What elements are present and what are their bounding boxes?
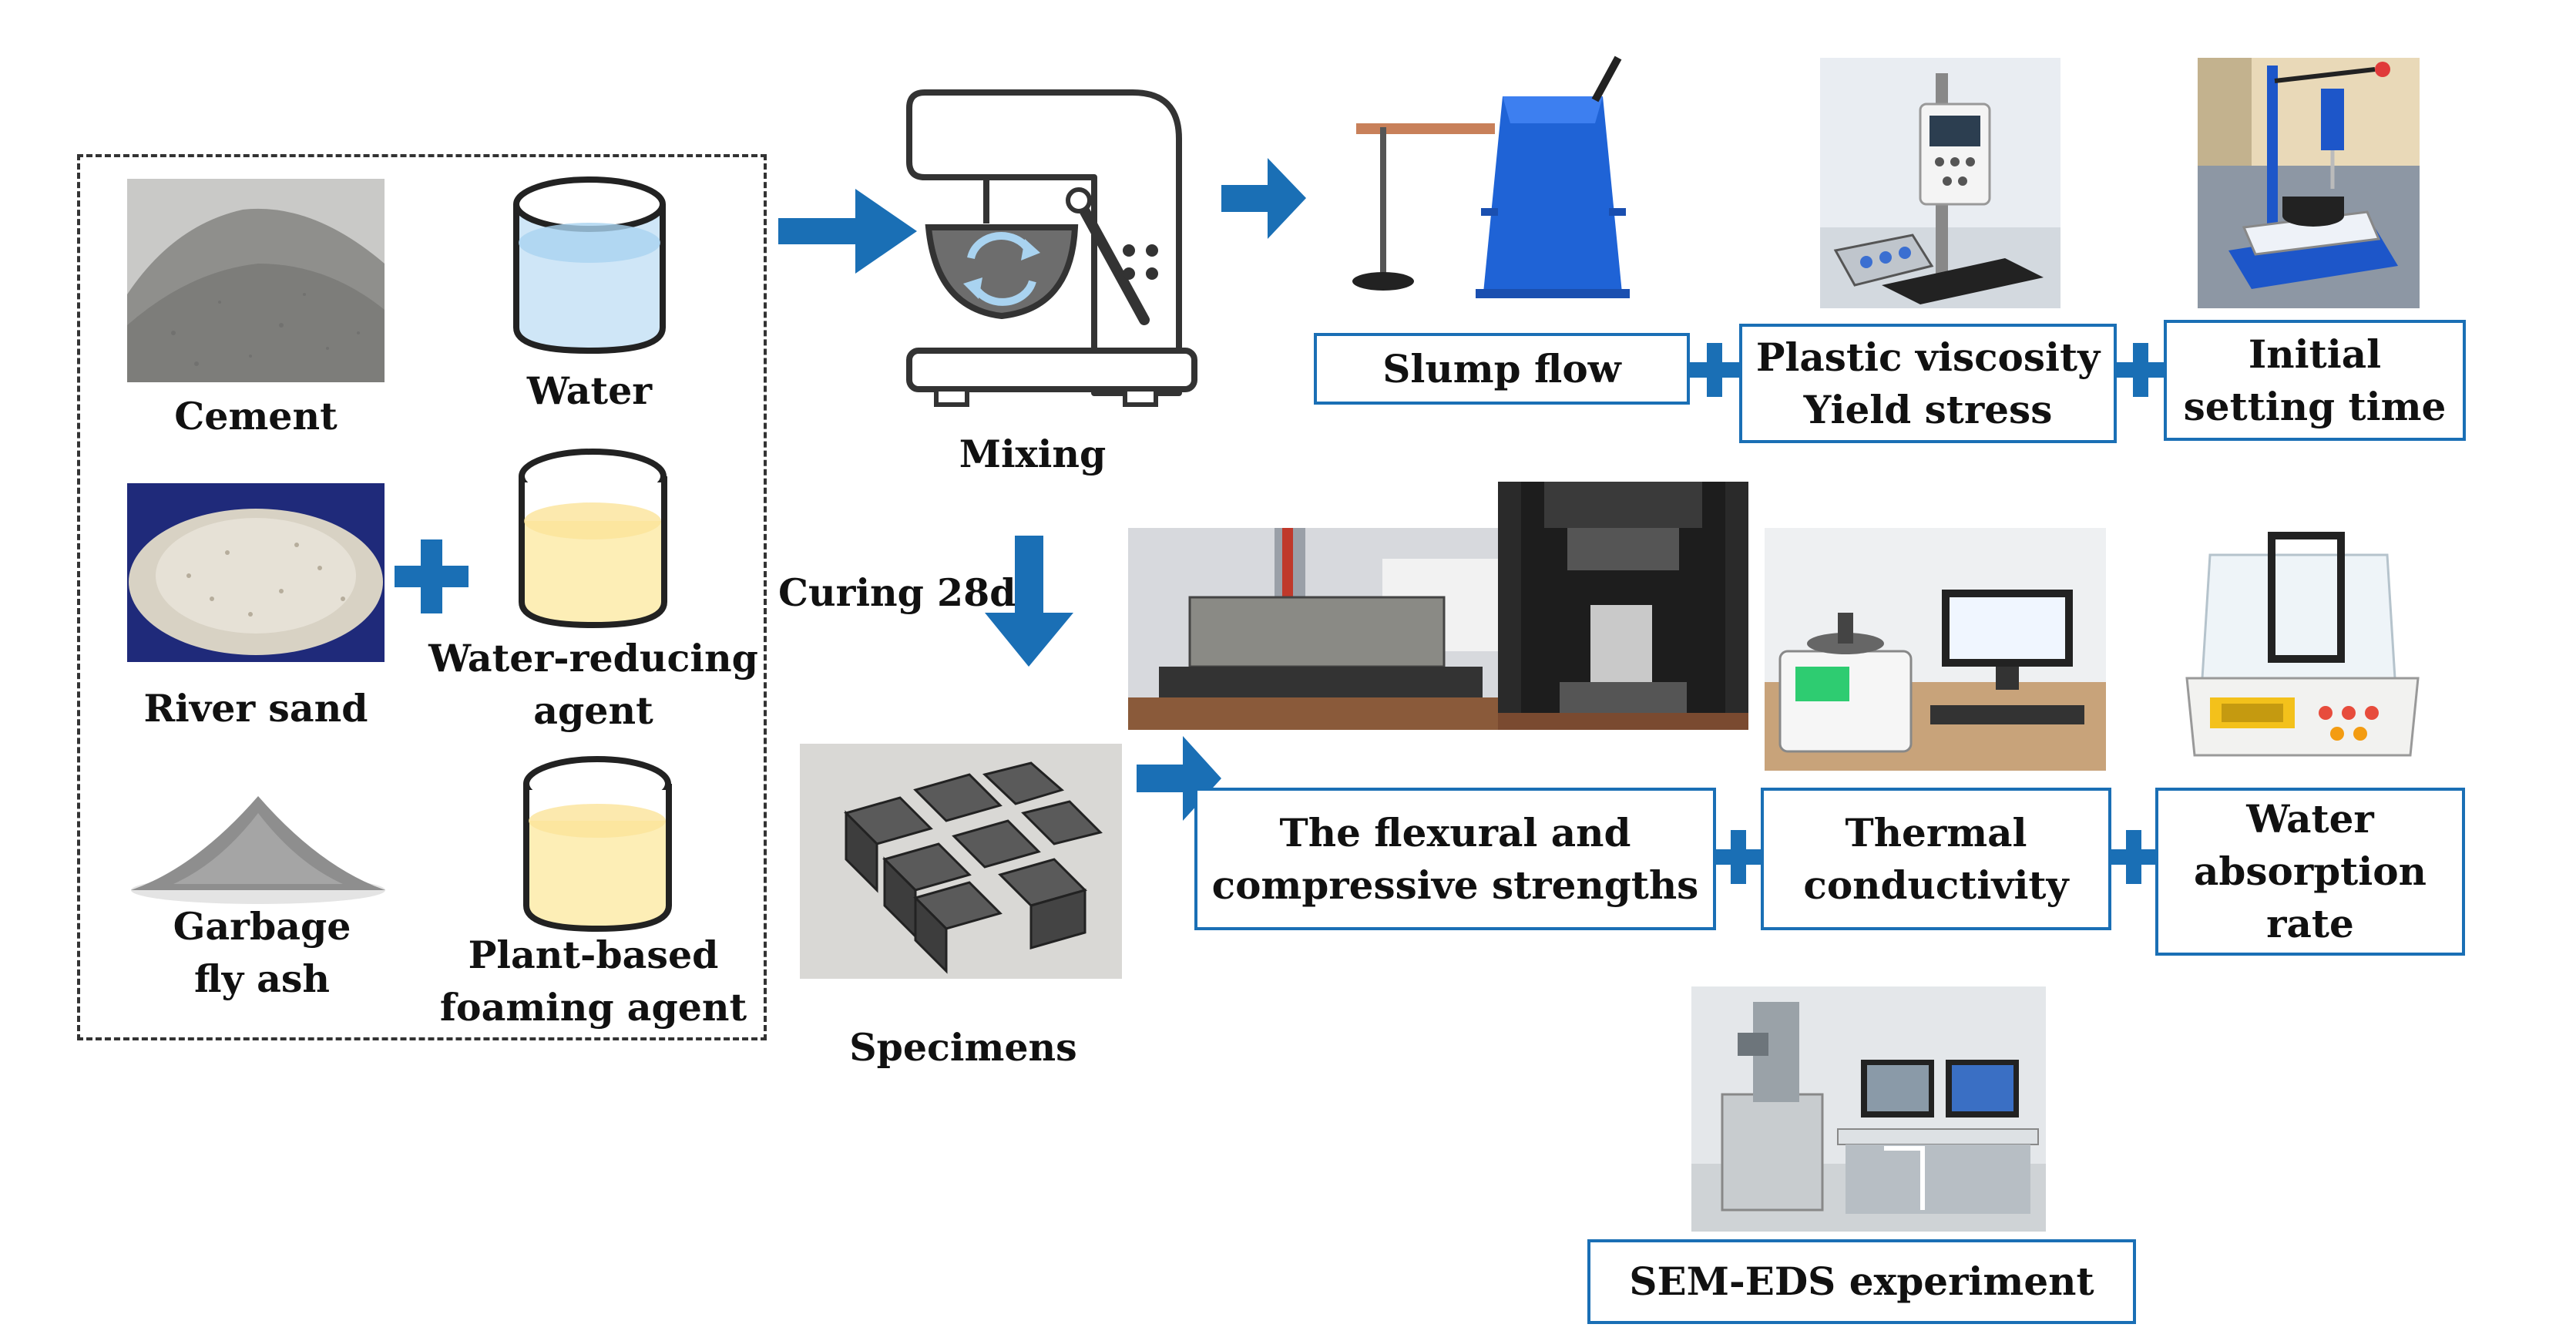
water-absorption-label-3: rate (2266, 901, 2354, 946)
thermal-conductivity-photo (1765, 528, 2106, 771)
foaming-agent-beaker-icon (515, 744, 680, 936)
sem-eds-box: SEM-EDS experiment (1587, 1239, 2136, 1324)
sem-eds-label: SEM-EDS experiment (1629, 1259, 2094, 1304)
arrow-to-fresh-tests (1221, 158, 1306, 239)
plus-icon (2110, 830, 2158, 888)
water-label: Water (526, 368, 653, 413)
flexural-test-photo (1128, 528, 1498, 730)
materials-frame (77, 154, 767, 1040)
mixer-icon (894, 85, 1202, 408)
compression-test-photo (1498, 482, 1748, 730)
water-beaker-icon (505, 166, 674, 358)
viscosity-box: Plastic viscosity Yield stress (1739, 324, 2117, 443)
viscosity-label-1: Plastic viscosity (1755, 334, 2101, 380)
foaming-agent-label-2: foaming agent (439, 985, 747, 1030)
arrow-to-mixer (778, 189, 917, 274)
water-reducing-agent-label-1: Water-reducing (428, 636, 758, 681)
water-absorption-label-1: Water (2246, 796, 2374, 842)
plus-icon (1715, 830, 1762, 888)
river-sand-photo (127, 483, 385, 662)
water-reducing-agent-label-2: agent (533, 688, 653, 733)
thermal-conductivity-label-2: conductivity (1803, 862, 2069, 908)
plus-icon (1690, 343, 1739, 401)
setting-time-label-1: Initial (2248, 331, 2382, 377)
strength-box: The flexural and compressive strengths (1194, 788, 1716, 930)
cement-photo (127, 179, 385, 382)
arrow-down-curing (985, 536, 1073, 667)
setting-time-box: Initial setting time (2164, 320, 2466, 441)
viscometer-photo (1820, 58, 2060, 308)
water-absorption-photo (2179, 524, 2430, 782)
setting-time-label-2: setting time (2183, 383, 2447, 429)
specimens-photo (800, 744, 1122, 979)
thermal-conductivity-label-1: Thermal (1845, 809, 2027, 855)
water-absorption-box: Water absorption rate (2155, 788, 2465, 956)
fly-ash-photo (127, 790, 389, 906)
water-absorption-label-2: absorption (2194, 849, 2427, 894)
curing-label: Curing 28d (778, 570, 1016, 615)
slump-flow-box: Slump flow (1314, 333, 1690, 405)
fly-ash-label-2: fly ash (193, 956, 331, 1001)
setting-time-photo (2198, 58, 2420, 308)
slump-cone-photo (1348, 54, 1641, 301)
viscosity-label-2: Yield stress (1803, 386, 2053, 432)
thermal-conductivity-box: Thermal conductivity (1761, 788, 2111, 930)
water-reducing-agent-beaker-icon (510, 436, 676, 633)
specimens-label: Specimens (849, 1025, 1077, 1070)
strength-label-2: compressive strengths (1211, 862, 1699, 908)
slump-flow-label: Slump flow (1382, 345, 1621, 392)
plus-icon (395, 539, 469, 617)
sem-photo (1691, 986, 2046, 1232)
foaming-agent-label-1: Plant-based (468, 933, 719, 977)
cement-label: Cement (174, 394, 338, 439)
fly-ash-label-1: Garbage (173, 904, 351, 949)
mixing-label: Mixing (959, 432, 1107, 476)
river-sand-label: River sand (143, 686, 368, 731)
plus-icon (2116, 343, 2165, 401)
strength-label-1: The flexural and (1279, 809, 1631, 855)
